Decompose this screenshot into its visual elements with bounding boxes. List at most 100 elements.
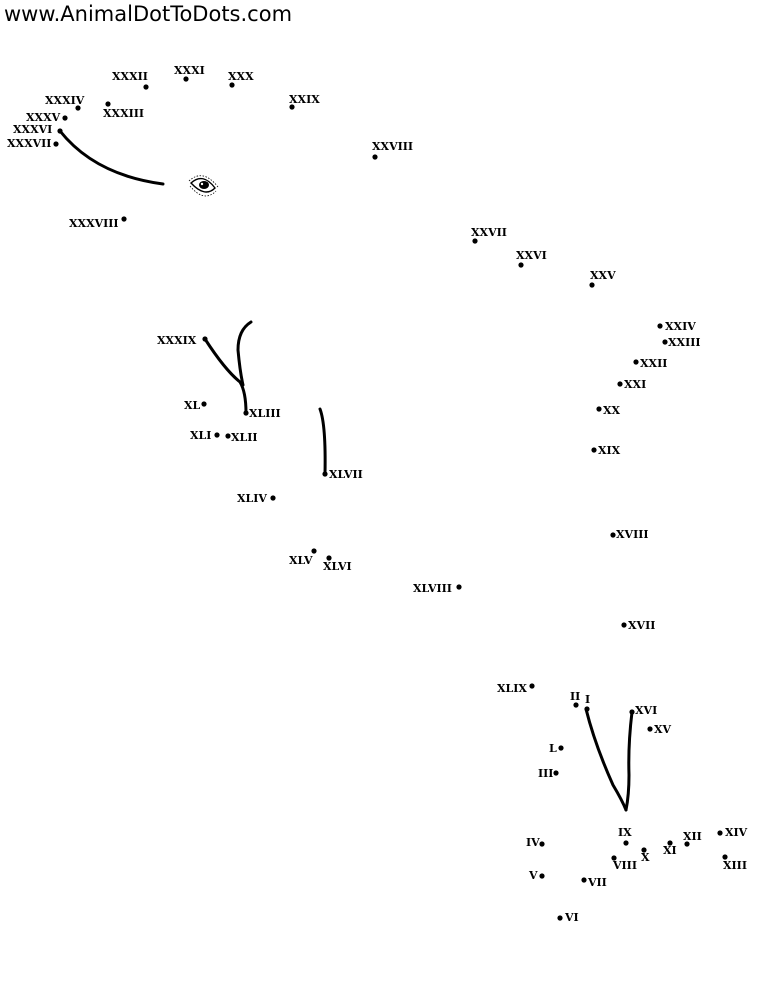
dot-label: V (528, 869, 538, 882)
dot-marker (105, 101, 111, 107)
dot-label: XXXVII (7, 137, 51, 150)
dot-label: II (570, 690, 580, 703)
dot-xii: XII (683, 830, 702, 847)
dot-xxxviii: XXXVIII (69, 216, 127, 230)
dot-label: XXVII (471, 226, 507, 239)
dot-xlix: XLIX (497, 682, 535, 695)
dot-label: XXII (640, 357, 667, 370)
cheek-line (318, 407, 327, 476)
dot-marker (121, 216, 127, 222)
dot-xx: XX (596, 404, 621, 417)
dot-label: XXXI (174, 64, 205, 77)
dot-marker (270, 495, 276, 501)
dot-xix: XIX (591, 444, 621, 457)
eye-icon (188, 175, 219, 197)
dot-marker (539, 873, 545, 879)
dot-label: XLII (231, 431, 258, 444)
dot-label: XII (683, 830, 702, 843)
dot-xxxvi: XXXVI (13, 123, 63, 136)
dot-xlviii: XLVIII (413, 582, 462, 595)
dot-marker (472, 238, 478, 244)
dot-marker (553, 770, 559, 776)
dot-label: VII (587, 876, 607, 889)
dot-label: XXX (228, 70, 254, 83)
dot-marker (539, 841, 545, 847)
dot-xlv: XLV (289, 548, 317, 567)
dot-label: VIII (612, 859, 637, 872)
site-url: www.AnimalDotToDots.com (4, 2, 293, 26)
dot-iii: III (538, 767, 559, 780)
dot-label: XXXII (112, 70, 148, 83)
dot-label: I (585, 693, 590, 706)
dot-label: XXXIII (103, 107, 144, 120)
dot-label: XXXVIII (69, 217, 119, 230)
dot-label: XXXIV (45, 94, 85, 107)
dot-xxviii: XXVIII (372, 140, 413, 160)
dot-xxvi: XXVI (516, 249, 547, 268)
dot-marker (225, 433, 231, 439)
dot-label: XI (663, 844, 677, 857)
dot-xxv: XXV (589, 269, 616, 288)
dot-vi: VI (557, 911, 579, 924)
dot-marker (529, 683, 535, 689)
dot-marker (202, 336, 208, 342)
dot-marker (610, 532, 616, 538)
dot-label: XX (603, 404, 621, 417)
front-leg-line-right (624, 710, 634, 812)
dot-viii: VIII (611, 855, 637, 872)
dot-label: XLIX (497, 682, 527, 695)
dot-xvi: XVI (629, 704, 657, 717)
dot-marker (662, 339, 668, 345)
dot-label: XLVIII (413, 582, 452, 595)
dot-label: XXXVI (13, 123, 52, 136)
dot-marker (53, 141, 59, 147)
dot-xxvii: XXVII (471, 226, 507, 244)
dot-marker (591, 447, 597, 453)
dot-marker (326, 555, 332, 561)
dot-label: XXXV (26, 111, 61, 124)
dot-marker (621, 622, 627, 628)
dot-label: XIX (598, 444, 621, 457)
dot-label: XXI (624, 378, 646, 391)
dot-marker (581, 877, 587, 883)
dot-marker (684, 841, 690, 847)
dot-xxiii: XXIII (662, 336, 701, 349)
dot-xxxii: XXXII (112, 70, 149, 90)
dot-label: XL (184, 399, 201, 412)
dot-xxi: XXI (617, 378, 646, 391)
dot-label: VI (564, 911, 579, 924)
dot-marker (611, 855, 617, 861)
dot-xxxiii: XXXIII (103, 101, 144, 120)
dot-xxxiv: XXXIV (45, 94, 85, 111)
dot-marker (629, 709, 635, 715)
dot-label: XXIX (289, 93, 320, 106)
dot-xvii: XVII (621, 619, 655, 632)
dot-marker (596, 406, 602, 412)
dot-marker (229, 82, 235, 88)
dot-marker (557, 915, 563, 921)
ear-line-right (236, 320, 253, 387)
dot-marker (722, 854, 728, 860)
dot-xiv: XIV (717, 826, 748, 839)
dot-xxxv: XXXV (26, 111, 68, 124)
dot-xiii: XIII (722, 854, 747, 872)
mouth-line (58, 129, 165, 186)
dot-marker (62, 115, 68, 121)
dot-label: XVIII (616, 528, 649, 541)
dot-marker (623, 840, 629, 846)
dot-label: XVII (628, 619, 655, 632)
dot-v: V (528, 869, 545, 882)
dot-xxxvii: XXXVII (7, 137, 59, 150)
dot-marker (243, 410, 249, 416)
dot-label: IX (618, 826, 632, 839)
dot-xviii: XVIII (610, 528, 649, 541)
dot-xlvi: XLVI (323, 555, 352, 573)
dot-marker (214, 432, 220, 438)
dot-marker (57, 128, 63, 134)
dot-xv: XV (647, 723, 672, 736)
dot-xlii: XLII (225, 431, 258, 444)
dot-xli: XLI (190, 429, 220, 442)
dot-xliii: XLIII (243, 407, 281, 420)
